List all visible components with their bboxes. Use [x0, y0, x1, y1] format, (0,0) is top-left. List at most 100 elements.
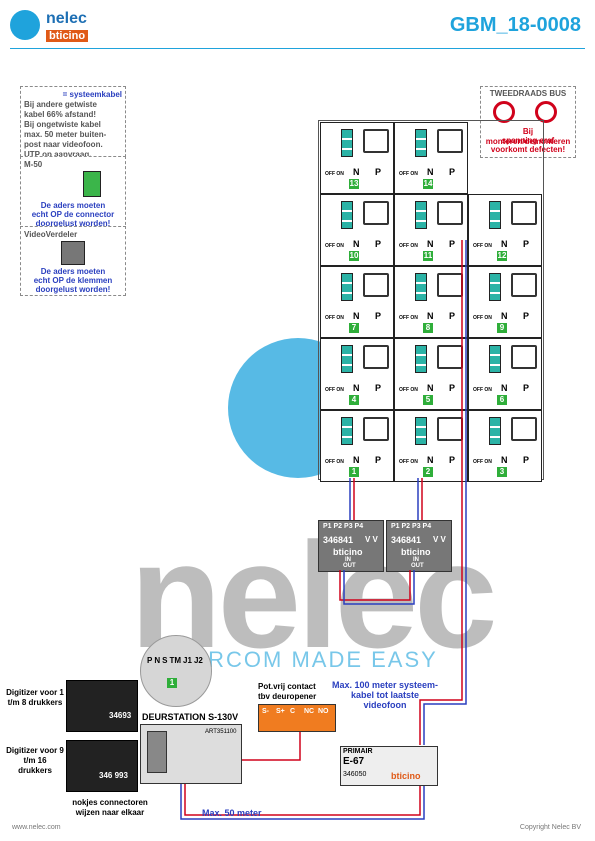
- door-terminal-label: N: [154, 656, 161, 665]
- relay-title-2: tbv deuropener: [258, 692, 317, 701]
- distributor-2-brand: bticino: [401, 547, 431, 557]
- unit-connector-icon: [489, 417, 501, 445]
- unit-label-p: P: [449, 383, 456, 393]
- unit-number: 5: [423, 395, 433, 405]
- unit-label-n: N: [427, 167, 434, 177]
- unit-label-p: P: [375, 239, 382, 249]
- distributor-1-brand: bticino: [333, 547, 363, 557]
- m50-note-3: doorgelust worden!: [35, 219, 111, 228]
- relay-title-1: Pot.vrij contact: [258, 682, 316, 691]
- unit-label-p: P: [523, 455, 530, 465]
- distributor-2-port-p2: P2: [401, 523, 411, 530]
- unit-switch-label: OFF ON: [399, 315, 418, 321]
- unit-label-n: N: [353, 167, 360, 177]
- door-terminal-label: J1: [183, 656, 192, 665]
- unit-number: 4: [349, 395, 359, 405]
- m50-note-1: De aders moeten: [40, 201, 106, 210]
- videoverdeler-note-2: echt OP de klemmen: [33, 276, 113, 285]
- unit-switch-label: OFF ON: [399, 387, 418, 393]
- distributor-2-in: IN: [413, 557, 419, 563]
- videophone-screen-icon: [511, 417, 537, 441]
- unit-label-n: N: [501, 383, 508, 393]
- videophone-screen-icon: [363, 129, 389, 153]
- unit-number: 12: [497, 251, 507, 261]
- unit-number: 1: [349, 467, 359, 477]
- videophone-screen-icon: [511, 273, 537, 297]
- wire-riser-to-power-b: [423, 240, 467, 745]
- distance-max100: Max. 100 meter systeem-kabel tot laatste…: [331, 680, 439, 710]
- unit-label-n: N: [353, 455, 360, 465]
- unit-switch-label: OFF ON: [399, 459, 418, 465]
- distributor-2-port-p3: P3: [412, 523, 421, 530]
- wire-distributor-link: [339, 570, 411, 601]
- unit-label-n: N: [353, 311, 360, 321]
- unit-label-n: N: [427, 311, 434, 321]
- power-supply-title: PRIMAIR: [343, 748, 373, 755]
- distributor-2-ports: P1 P2 P3 P4: [391, 523, 431, 530]
- unit-switch-label: OFF ON: [473, 387, 492, 393]
- footer-website: www.nelec.com: [12, 824, 61, 831]
- distributor-1-port-p2: P2: [333, 523, 343, 530]
- unit-connector-icon: [341, 273, 353, 301]
- distributor-1-model: 346841: [323, 535, 354, 545]
- legend-note-1: Bij andere getwiste: [24, 100, 97, 109]
- logo-brand: bticino: [46, 30, 89, 42]
- unit-connector-icon: [489, 345, 501, 373]
- unit-label-n: N: [353, 239, 360, 249]
- unit-label-n: N: [501, 455, 508, 465]
- digitizer-1-code: 34693: [109, 711, 132, 720]
- videophone-screen-icon: [363, 201, 389, 225]
- logo-name: nelec: [46, 10, 87, 27]
- unit-number: 3: [497, 467, 507, 477]
- power-supply: PRIMAIR E-67 346050 bticino: [340, 746, 438, 786]
- distributor-1-port-p3: P3: [344, 523, 353, 530]
- videophone-screen-icon: [437, 129, 463, 153]
- unit-label-n: N: [501, 311, 508, 321]
- distributor-2-vv: V V: [433, 535, 446, 544]
- digitizer-note: nokjes connectoren wijzen naar elkaar: [72, 798, 148, 817]
- videophone-screen-icon: [511, 201, 537, 225]
- videophone-screen-icon: [437, 201, 463, 225]
- unit-number: 7: [349, 323, 359, 333]
- videophone-screen-icon: [363, 417, 389, 441]
- m50-title: M-50: [24, 160, 43, 169]
- nelec-logo: nelec bticino: [10, 10, 130, 46]
- unit-connector-icon: [489, 201, 501, 229]
- unit-switch-label: OFF ON: [325, 387, 344, 393]
- unit-label-n: N: [353, 383, 360, 393]
- wire-riser-to-power: [419, 240, 463, 745]
- relay-terminal-label: NC: [304, 708, 315, 715]
- unit-connector-icon: [415, 345, 427, 373]
- legend-note-6: UTP op aanvraag.: [24, 150, 92, 159]
- unit-switch-label: OFF ON: [473, 243, 492, 249]
- distributor-2-out: OUT: [411, 563, 424, 569]
- header-divider: [10, 48, 585, 49]
- unit-number: 6: [497, 395, 507, 405]
- videoverdeler-note-1: De aders moeten: [40, 267, 106, 276]
- unit-label-p: P: [449, 311, 456, 321]
- power-supply-brand: bticino: [391, 771, 421, 781]
- warning-box: TWEEDRAADS BUS Bij monteren/demonteren s…: [480, 86, 576, 158]
- unit-number: 8: [423, 323, 433, 333]
- videophone-screen-icon: [363, 345, 389, 369]
- door-terminal-label: TM: [169, 656, 182, 665]
- videophone-screen-icon: [437, 345, 463, 369]
- unit-number: 2: [423, 467, 433, 477]
- legend-system-cable: = systeemkabel: [62, 90, 122, 99]
- unit-label-p: P: [449, 455, 456, 465]
- unit-number: 11: [423, 251, 433, 261]
- no-lightning-icon: [535, 101, 557, 123]
- videophone-screen-icon: [363, 273, 389, 297]
- distributor-1-ports: P1 P2 P3 P4: [323, 523, 363, 530]
